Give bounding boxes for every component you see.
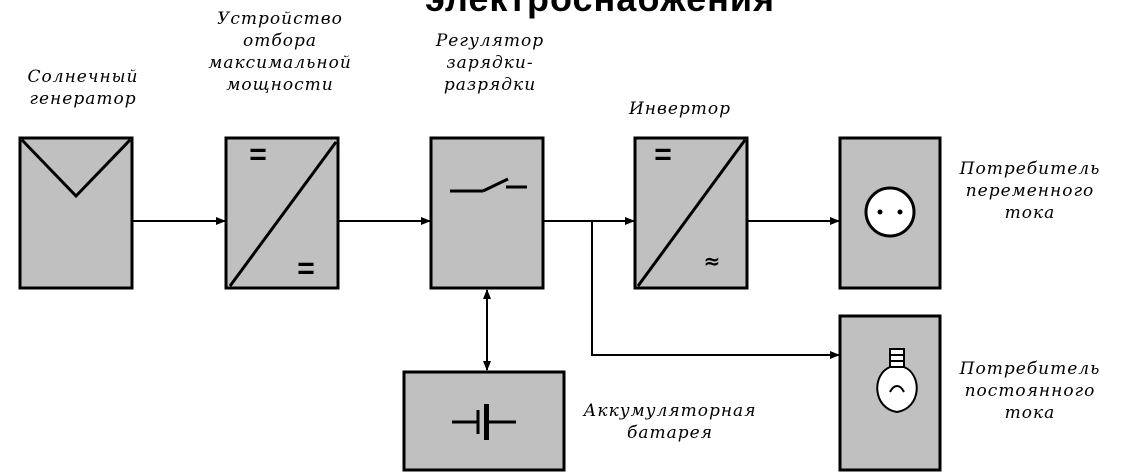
- mppt-block: = =: [224, 136, 340, 290]
- solar-generator-block: [18, 136, 134, 290]
- diagram-title: электроснабжения: [350, 0, 850, 20]
- inverter-block: = ≈: [633, 136, 749, 290]
- ac-consumer-block: [838, 136, 942, 290]
- label-inverter: Инвертор: [628, 99, 732, 119]
- label-solar-generator: Солнечный генератор: [27, 67, 139, 109]
- charge-controller-block: [429, 136, 545, 290]
- label-charge-controller: Регулятор зарядки- разрядки: [435, 31, 545, 95]
- switch-icon: [450, 177, 527, 193]
- label-battery: Аккумуляторная батарея: [583, 401, 757, 443]
- dc-symbol: =: [249, 138, 267, 171]
- solar-panel-icon: [20, 138, 132, 199]
- light-bulb-icon: [876, 348, 918, 414]
- battery-block: [402, 370, 566, 472]
- label-ac-consumer: Потребитель переменного тока: [959, 159, 1101, 223]
- dc-symbol: =: [297, 252, 315, 285]
- dc-symbol: =: [654, 138, 672, 171]
- connectors: [132, 217, 840, 371]
- battery-icon: [452, 404, 516, 440]
- socket-icon: [864, 186, 916, 238]
- label-mppt: Устройство отбора максимальной мощности: [208, 9, 352, 95]
- ac-symbol: ≈: [704, 249, 721, 273]
- arrow-to-dc-consumer: [591, 221, 840, 359]
- diagonal-line: [228, 141, 338, 287]
- diagonal-line: [636, 139, 747, 287]
- dc-consumer-block: [838, 314, 942, 472]
- label-dc-consumer: Потребитель постоянного тока: [959, 359, 1101, 423]
